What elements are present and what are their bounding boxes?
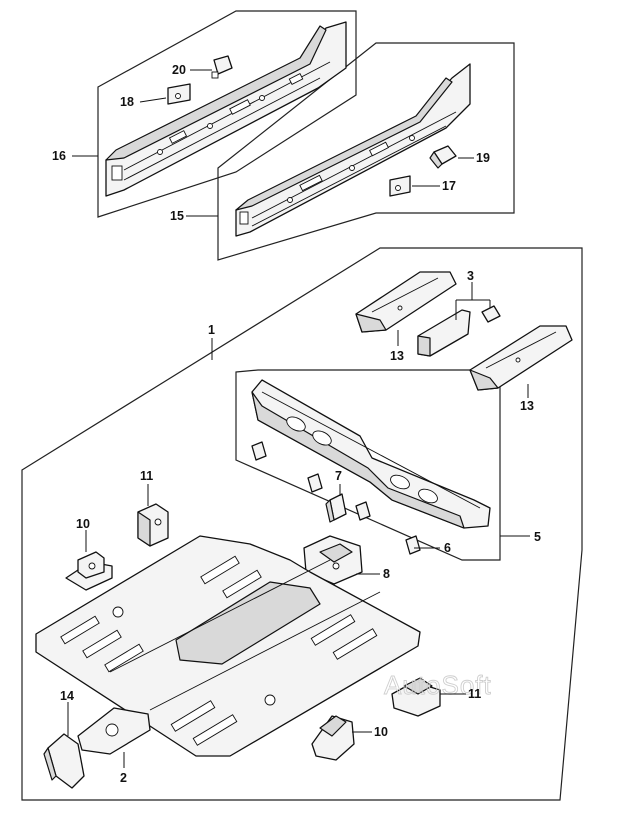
bracket-19 [429, 145, 457, 169]
clip-6-d [405, 535, 421, 555]
clip-6-b [307, 473, 323, 493]
callout-14: 14 [60, 689, 74, 703]
reinforcement-13-left [355, 271, 457, 333]
bracket-17 [389, 175, 411, 197]
crossmember-5 [251, 379, 491, 529]
callout-5: 5 [534, 530, 541, 544]
callout-11-upper: 11 [140, 469, 153, 483]
callout-16: 16 [52, 149, 66, 163]
side-sill-rail-16 [105, 21, 347, 197]
bracket-20 [211, 55, 233, 79]
callout-1: 1 [208, 323, 215, 337]
callout-2: 2 [120, 771, 127, 785]
mount-11-upper [137, 503, 169, 547]
callout-3: 3 [467, 269, 474, 283]
callout-11-lower: 11 [468, 687, 481, 701]
clip-6-a [251, 441, 267, 461]
reinforcement-3 [417, 305, 501, 357]
callout-13-left: 13 [390, 349, 404, 363]
callout-15: 15 [170, 209, 184, 223]
bracket-7 [325, 493, 347, 523]
frame-part-16-group [97, 10, 357, 218]
callout-7: 7 [335, 469, 342, 483]
callout-18: 18 [120, 95, 134, 109]
bracket-14 [43, 733, 85, 789]
callout-10-upper: 10 [76, 517, 90, 531]
watermark-text: AutoSoft [384, 670, 492, 700]
side-sill-rail-15 [235, 63, 471, 237]
frame-part-15-group [217, 42, 515, 261]
plate-2 [77, 707, 151, 755]
callout-17: 17 [442, 179, 456, 193]
callout-6: 6 [444, 541, 451, 555]
bracket-18 [167, 83, 191, 105]
callout-10-lower: 10 [374, 725, 388, 739]
callout-8: 8 [383, 567, 390, 581]
frame-part-5-group [235, 369, 501, 561]
mount-10-lower [311, 715, 355, 761]
mount-10-upper [65, 551, 113, 591]
mount-11-lower [391, 677, 441, 717]
leader-lines [67, 69, 530, 768]
floor-pan-1 [35, 535, 421, 757]
clip-6-c [355, 501, 371, 521]
callout-19: 19 [476, 151, 490, 165]
callout-13-right: 13 [520, 399, 534, 413]
frame-part-1-assembly [21, 247, 583, 801]
callout-20: 20 [172, 63, 186, 77]
reinforcement-13-right [469, 325, 573, 391]
